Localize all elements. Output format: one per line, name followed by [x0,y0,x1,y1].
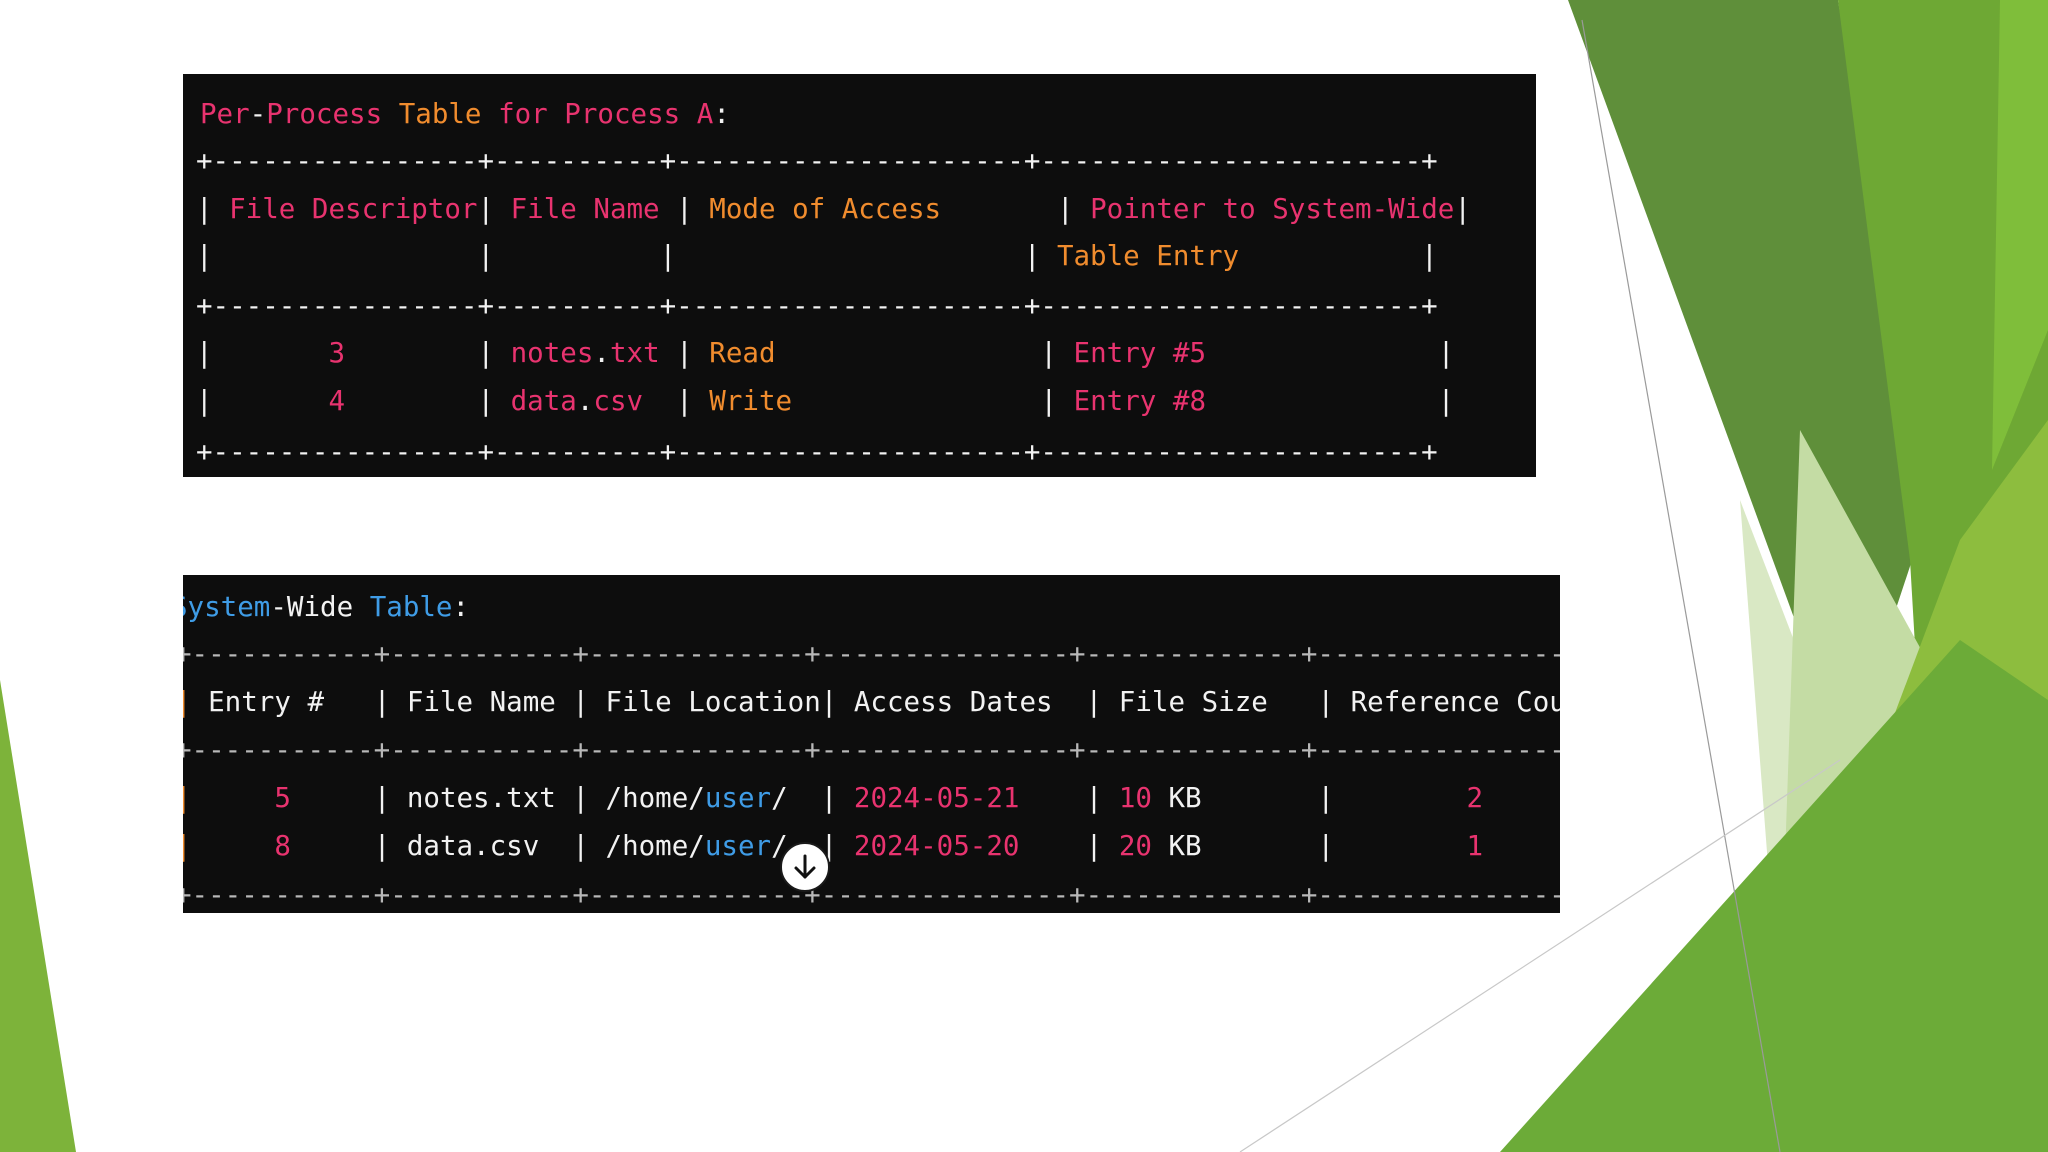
cell-pointer: Entry #5 [1073,337,1206,369]
title-word: Table [398,98,482,130]
thin-line-2 [1239,759,1841,1152]
header-access-dates: Access Dates [853,686,1053,718]
per-process-table-title: Per-Process Table for Process A: [200,98,730,130]
system-wide-table-title: System-Wide Table: [183,591,469,623]
header-entry: Entry # [208,686,325,718]
cell-date: 2024-05-20 [853,830,1020,862]
cell-date: 2024-05-21 [853,782,1020,814]
title-word: for [498,98,548,130]
table-header-row: | File Descriptor| File Name | Mode of A… [196,193,1471,225]
cell-fd: 4 [328,385,346,417]
thin-line-1 [1581,19,1781,1152]
scroll-down-button[interactable] [780,842,830,892]
table-header-row: | Entry # | File Name | File Location| A… [183,686,1560,718]
title-word: Process [564,98,681,130]
title-word: Per [200,98,250,130]
cell-size: 20 [1118,830,1152,862]
arrow-down-icon [794,854,816,879]
table-border-mid: +-----------+-----------+-------------+-… [183,734,1560,766]
cell-name: data [510,385,577,417]
header-pointer: Pointer to System-Wide [1090,193,1455,225]
table-border-top: +-----------+-----------+-------------+-… [183,638,1560,670]
cell-location: /home/ [605,830,705,862]
table-row: | 5 | notes.txt | /home/user/ | 2024-05-… [183,782,1484,814]
cell-name: notes [510,337,594,369]
table-border-bottom: +----------------+----------+-----------… [196,436,1438,468]
header-file-descriptor: File Descriptor [229,193,478,225]
per-process-table-block: Per-Process Table for Process A: +------… [183,74,1536,477]
header-table-entry: Table Entry [1056,240,1240,272]
table-border-mid: +----------------+----------+-----------… [196,290,1438,322]
table-border-top: +----------------+----------+-----------… [196,145,1438,177]
header-file-location: File Location [605,686,821,718]
title-dash: - [249,98,267,130]
cell-pointer: Entry #8 [1073,385,1207,417]
cell-fd: 3 [328,337,346,369]
table-header-row-continued: | | | | Table Entry | [196,240,1438,272]
title-word: A [696,98,714,130]
table-row: | 3 | notes.txt | Read | Entry #5 | [196,337,1455,369]
table-row: | 8 | data.csv | /home/user/ | 2024-05-2… [183,830,1484,862]
title-word: -Wide [270,591,354,623]
cell-refs: 1 [1466,830,1484,862]
header-reference-count: Reference Count [1350,686,1560,718]
table-border-bottom: +-----------+-----------+-------------+-… [183,879,1560,911]
cell-entry: 8 [274,830,291,862]
cell-entry: 5 [274,782,291,814]
cell-location: /home/ [605,782,705,814]
header-mode-of-access: Mode of Access [709,193,942,225]
title-colon: : [713,98,730,130]
cell-name: data.csv [406,830,540,862]
header-file-name: File Name [510,193,660,225]
title-colon: : [452,591,470,623]
table-row: | 4 | data.csv | Write | Entry #8 | [196,385,1455,417]
left-green-shard [0,680,76,1152]
header-file-name: File Name [406,686,556,718]
title-word: System [183,591,271,623]
header-file-size: File Size [1118,686,1268,718]
cell-name: notes.txt [406,782,556,814]
cell-mode: Read [709,337,776,369]
title-word: Process [266,98,383,130]
cell-size: 10 [1118,782,1152,814]
title-word: Table [369,591,453,623]
right-top-edge [1992,0,2048,470]
system-wide-table-block: System-Wide Table: +-----------+--------… [183,575,1560,913]
cell-refs: 2 [1466,782,1484,814]
cell-mode: Write [709,385,793,417]
right-base-shard [1500,640,2048,1152]
